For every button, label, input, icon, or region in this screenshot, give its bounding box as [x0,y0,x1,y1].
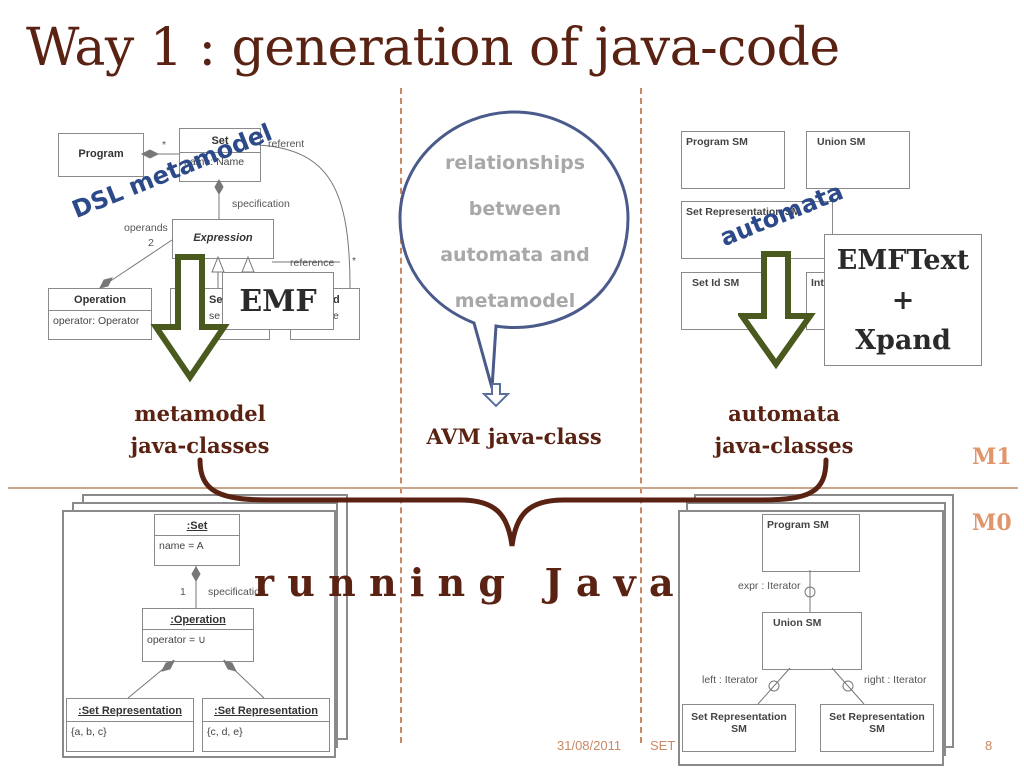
running-java-label: r u n n i n g J a v a [254,560,674,605]
inst-right-label: right : Iterator [864,674,927,686]
footer-event: SET [650,738,676,753]
arrow-down-right-icon [738,251,816,370]
emftext-xpand-box: EMFText + Xpand [824,234,982,366]
inst-multiplicity: 1 [180,586,186,598]
level-m0: M0 [972,510,1012,536]
sm-program: Program SM [681,131,785,189]
divider-right [640,88,642,743]
inst-operation: :Operation operator = ∪ [142,608,254,662]
footer-date: 31/08/2011 [557,738,622,753]
bubble-line-2: between [468,198,562,220]
bubble-line-1: relationships [444,152,586,174]
inst-set: :Set name = A [154,514,240,566]
automata-classes-label: automata java-classes [714,401,854,458]
uml-expression: Expression [172,219,274,259]
lbl-specification: specification [232,198,290,210]
instance-diagram-right: Program SM expr : Iterator Union SM left… [678,510,944,766]
lbl-referent: referent [268,138,305,150]
lbl-two: 2 [148,237,154,249]
bubble-text: relationships between automata and metam… [410,140,620,324]
divider-left [400,88,402,743]
metamodel-classes-label: metamodel java-classes [130,401,270,458]
inst-set-rep-sm-1: Set Representation SM [682,704,796,752]
metamodel-links [99,144,351,289]
bubble-line-3: automata and [440,244,590,266]
curly-brace-icon [197,457,829,547]
inst-set-rep-sm-2: Set Representation SM [820,704,934,752]
relationships-bubble [398,110,630,408]
lbl-operands: operands [124,222,168,234]
sm-union: Union SM [806,131,910,189]
uml-program: Program [58,133,144,177]
emf-box: EMF [222,272,334,330]
inst-set-rep-1: :Set Representation {a, b, c} [66,698,194,752]
arrow-down-left-icon [150,254,230,383]
inst-program-sm: Program SM [762,514,860,572]
footer-page-number: 8 [985,738,993,753]
instance-diagram-left: :Set name = A 1 specification :Operation… [62,510,336,758]
instance-left-links [127,565,265,699]
lbl-star2: * [352,255,357,267]
inst-specification: specification [208,586,266,598]
avm-class-label: AVM java-class [426,424,602,449]
sm-set-representation: Set Representation SM [681,201,833,259]
lbl-star1: * [162,139,167,151]
instance-right-links [757,570,865,705]
level-m1: M1 [972,444,1012,470]
inst-union-sm: Union SM [762,612,862,670]
level-divider [8,487,1018,489]
uml-operation: Operation operator: Operator [48,288,152,340]
inst-left-label: left : Iterator [702,674,759,686]
lbl-reference: reference [290,257,335,269]
inst-expr-label: expr : Iterator [738,580,801,592]
slide-title: Way 1 : generation of java-code [26,18,840,78]
inst-set-rep-2: :Set Representation {c, d, e} [202,698,330,752]
bubble-line-4: metamodel [454,290,576,312]
